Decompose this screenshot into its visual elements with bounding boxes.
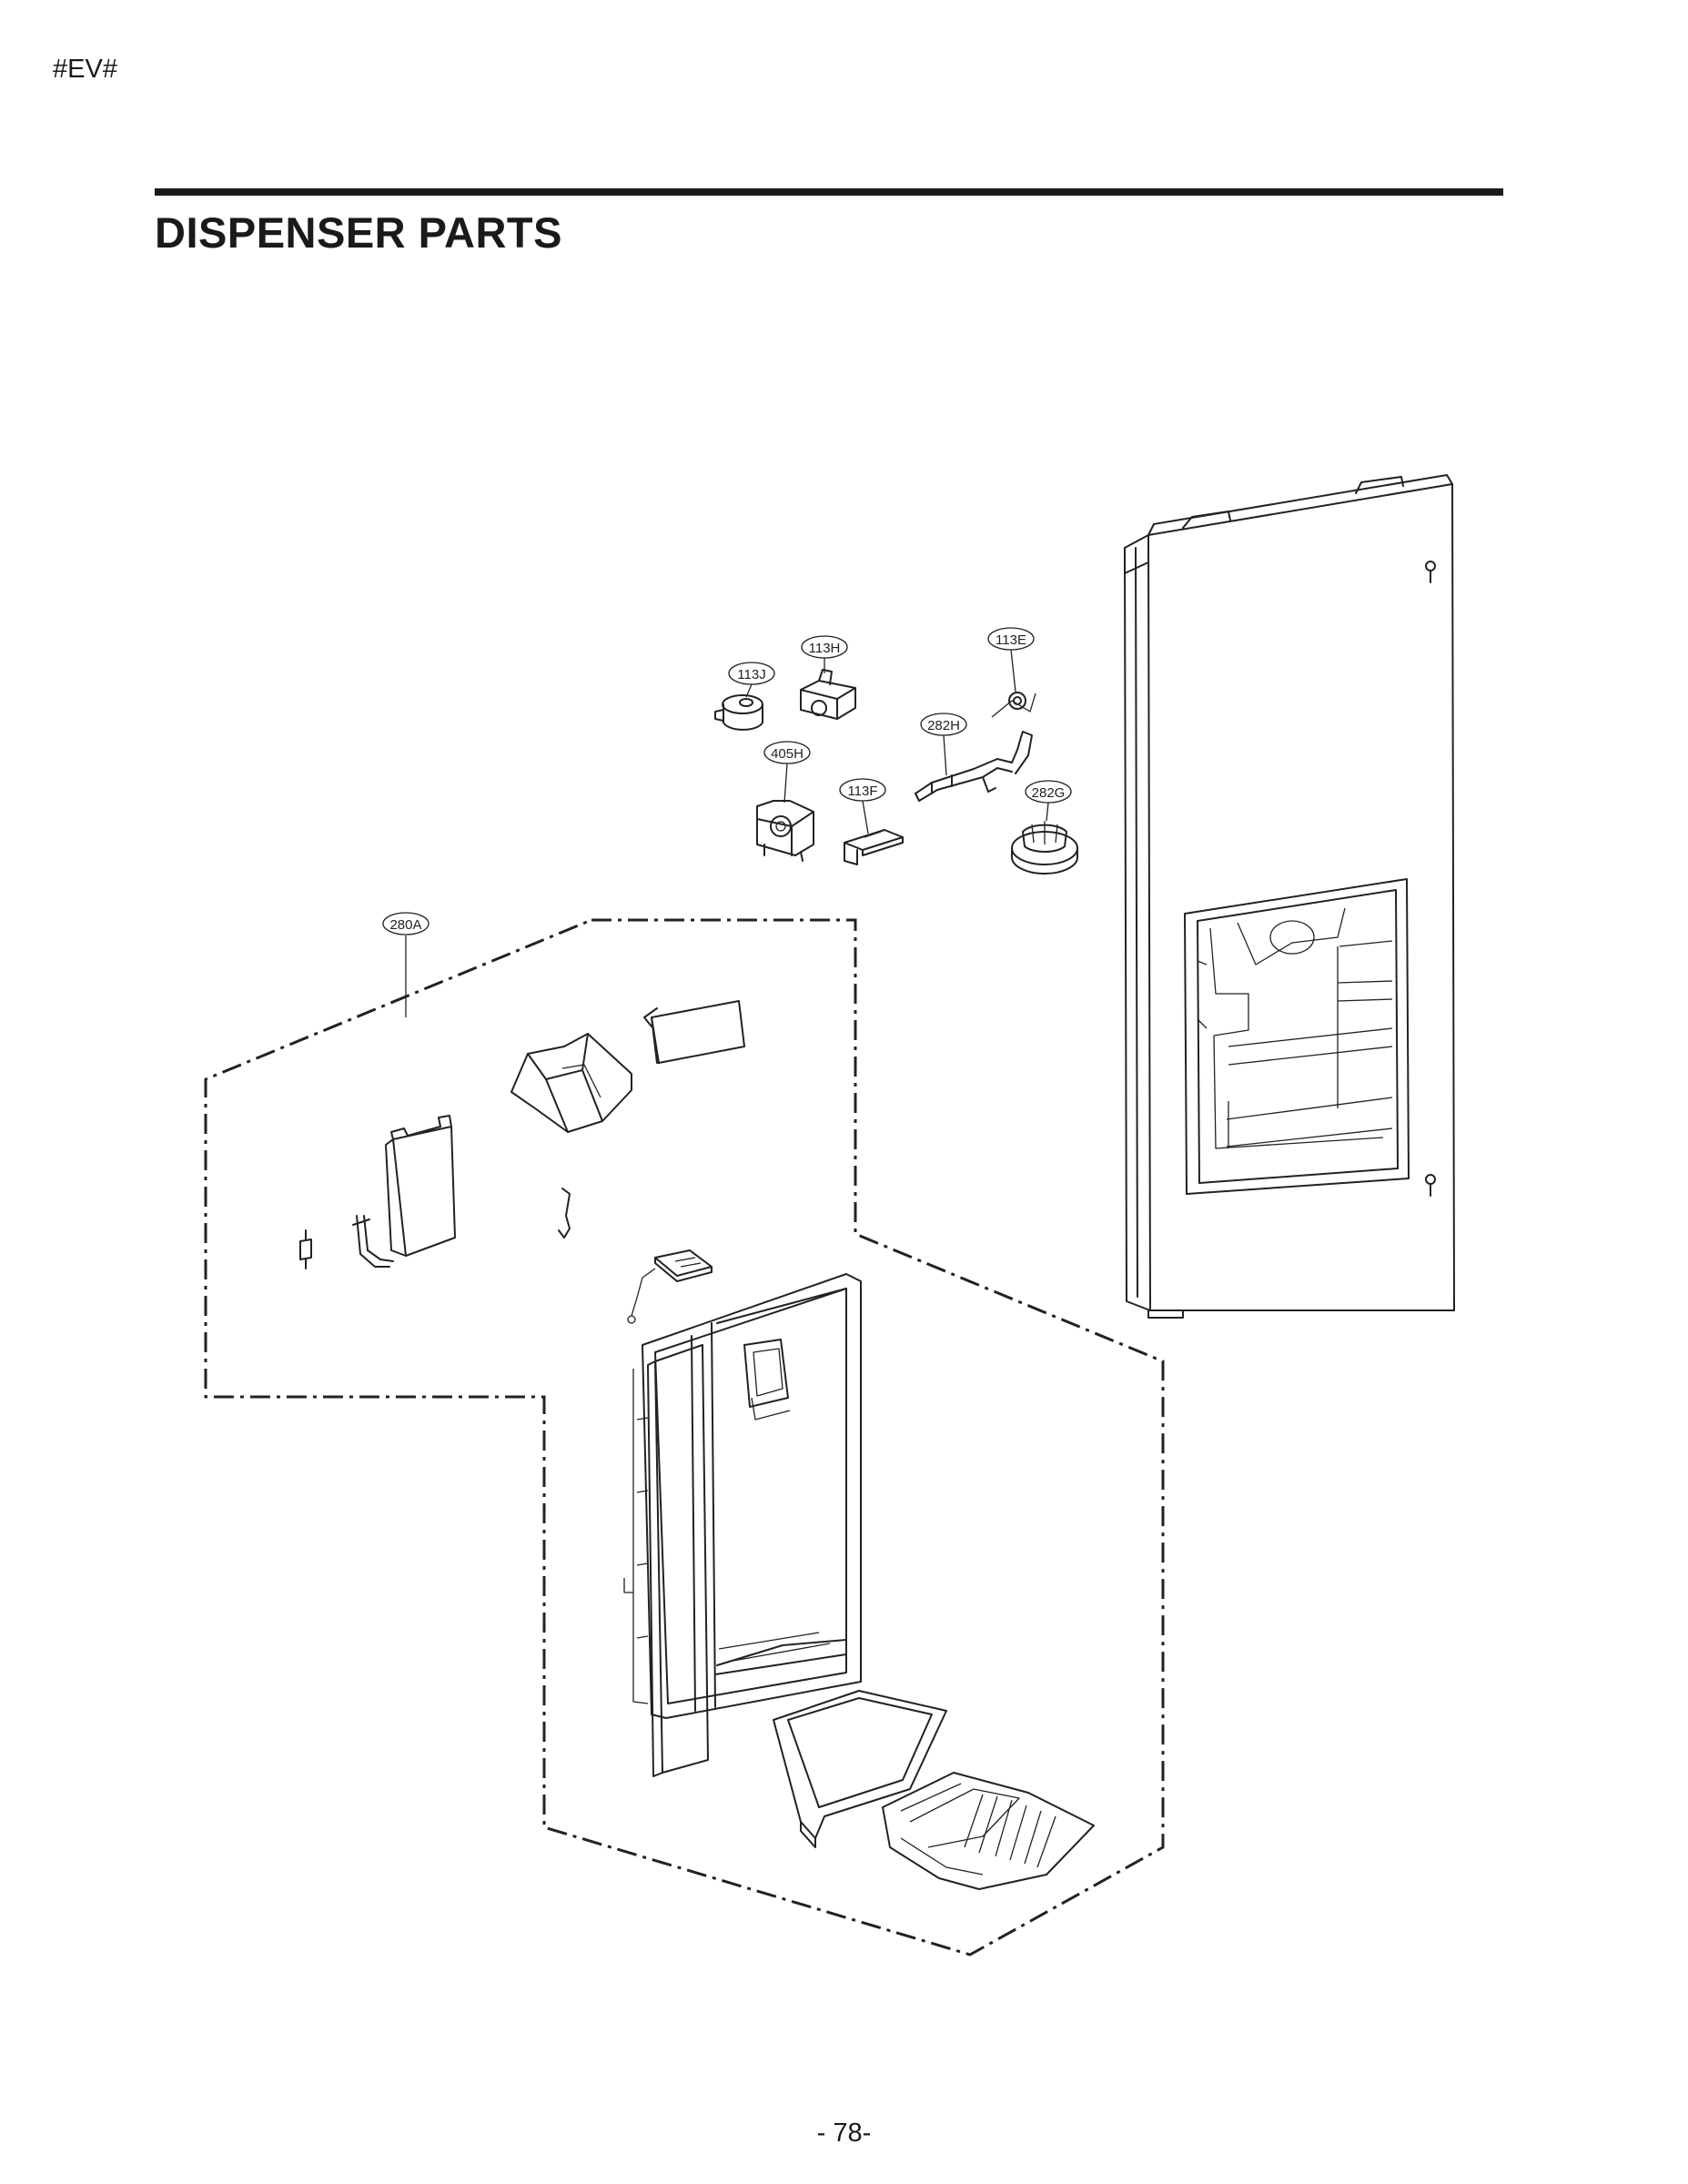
callout-113F-text: 113F xyxy=(847,784,877,799)
section-title: DISPENSER PARTS xyxy=(155,208,562,257)
drip-tray-part xyxy=(773,1690,947,1848)
callout-113E: 113E xyxy=(987,627,1035,693)
pcb-part xyxy=(627,1249,713,1324)
callout-282H: 282H xyxy=(920,713,967,776)
assembly-280A-boundary xyxy=(204,918,1165,1956)
callout-113J: 113J xyxy=(728,662,775,698)
callout-282G-text: 282G xyxy=(1032,785,1066,801)
part-113H xyxy=(800,669,856,720)
callout-405H-text: 405H xyxy=(771,746,804,762)
callout-113E-text: 113E xyxy=(996,632,1026,648)
callout-282G: 282G xyxy=(1025,780,1072,822)
lever-part xyxy=(352,1215,394,1268)
callout-113H: 113H xyxy=(801,635,848,673)
title-rule xyxy=(155,188,1503,196)
callout-282H-text: 282H xyxy=(927,718,960,733)
callout-113F: 113F xyxy=(839,778,886,834)
part-113J xyxy=(714,694,763,731)
part-113E xyxy=(991,692,1036,718)
part-405H xyxy=(756,800,814,862)
switch-part xyxy=(299,1229,312,1269)
part-113F xyxy=(844,829,904,865)
part-282H xyxy=(915,731,1033,802)
door-panel xyxy=(1124,474,1455,1319)
callout-280A-text: 280A xyxy=(389,917,421,933)
page-number: - 78- xyxy=(816,2118,872,2148)
drip-grille-part xyxy=(882,1772,1095,1890)
dispenser-housing-part xyxy=(623,1273,862,1777)
callout-405H: 405H xyxy=(763,741,811,804)
callout-113J-text: 113J xyxy=(737,667,765,682)
part-282G xyxy=(1011,821,1078,875)
callout-113H-text: 113H xyxy=(809,641,841,656)
funnel-part xyxy=(510,1033,632,1133)
document-code: #EV# xyxy=(53,55,117,84)
spring-wire-part xyxy=(558,1188,571,1239)
callout-280A: 280A xyxy=(382,912,430,935)
paddle-part xyxy=(385,1115,456,1257)
cover-panel-part xyxy=(643,1000,745,1064)
